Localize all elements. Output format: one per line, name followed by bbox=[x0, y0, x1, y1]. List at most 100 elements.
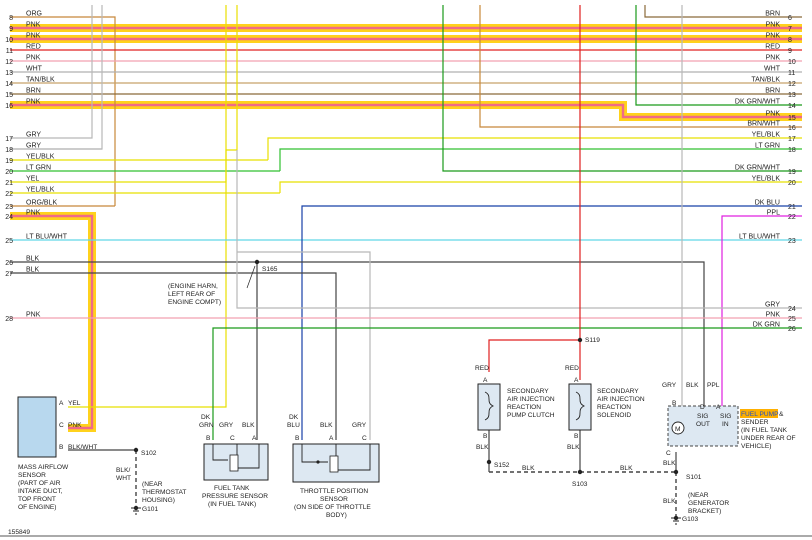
right-wire-label-13: BRN bbox=[765, 88, 780, 95]
left-wire-label-9: PNK bbox=[26, 22, 41, 29]
tps-wire1-b: BLU bbox=[287, 422, 300, 429]
right-wire-label-16: BRN/WHT bbox=[747, 121, 780, 128]
left-pin-9: 9 bbox=[9, 26, 13, 33]
clutch-name-3: REACTION bbox=[507, 404, 541, 411]
left-pin-24: 24 bbox=[5, 214, 13, 221]
right-wire-label-9: RED bbox=[765, 44, 780, 51]
splice-dot-s102 bbox=[133, 447, 139, 453]
s103-blk-right: BLK bbox=[620, 465, 633, 472]
tps-wire2: BLK bbox=[320, 422, 333, 429]
right-wire-label-10: PNK bbox=[766, 55, 781, 62]
wire-blk-27 bbox=[10, 272, 337, 440]
tps-pin-b: B bbox=[295, 435, 300, 442]
right-pin-11: 11 bbox=[788, 70, 795, 77]
sender-wire-blk: BLK bbox=[686, 382, 699, 389]
maf-name-4: INTAKE DUCT, bbox=[18, 488, 63, 495]
left-wire-label-25: LT BLU/WHT bbox=[26, 234, 68, 241]
g103-label: G103 bbox=[682, 516, 698, 523]
maf-name-5: TOP FRONT bbox=[18, 496, 56, 503]
right-pin-16: 16 bbox=[788, 125, 796, 132]
g103-note-3: BRACKET) bbox=[688, 508, 721, 515]
splice-dot-s152 bbox=[486, 459, 492, 465]
right-pin-26: 26 bbox=[788, 326, 796, 333]
right-wire-label-25: PNK bbox=[766, 312, 781, 319]
right-pin-14: 14 bbox=[788, 103, 796, 110]
clutch-box bbox=[477, 383, 501, 431]
left-wire-label-20: LT GRN bbox=[26, 165, 51, 172]
maf-wire-c: PNK bbox=[68, 422, 82, 429]
solenoid-name-1: SECONDARY bbox=[597, 388, 639, 395]
right-pin-12: 12 bbox=[788, 81, 796, 88]
s165-label: S165 bbox=[262, 266, 278, 273]
right-pin-8: 8 bbox=[788, 37, 792, 44]
left-wire-label-18: GRY bbox=[26, 143, 41, 150]
right-pin-7: 7 bbox=[788, 26, 792, 33]
sender-pin-c: C bbox=[666, 450, 671, 457]
g101-note-1: (NEAR bbox=[142, 481, 163, 488]
wire-yelblk-20r bbox=[279, 181, 802, 193]
harness-note-2: LEFT REAR OF bbox=[168, 291, 215, 298]
sender-wire-c: BLK bbox=[663, 460, 676, 467]
dashed-grounds bbox=[135, 450, 677, 518]
wire-yelblk-17r bbox=[267, 137, 802, 160]
maf-name-2: SENSOR bbox=[18, 472, 46, 479]
left-wire-label-10: PNK bbox=[26, 33, 41, 40]
ftps-pin-b: B bbox=[206, 435, 211, 442]
solenoid-wire-bottom: BLK bbox=[567, 444, 580, 451]
g101-label: G101 bbox=[142, 506, 158, 513]
sender-sig-in-2: IN bbox=[722, 421, 729, 428]
sender-name-3: (IN FUEL TANK bbox=[741, 427, 788, 434]
right-pin-13: 13 bbox=[788, 92, 796, 99]
ftps-pin-c: C bbox=[230, 435, 235, 442]
sender-pin-b: B bbox=[672, 400, 677, 407]
s102-label: S102 bbox=[141, 450, 157, 457]
solenoid-name-3: REACTION bbox=[597, 404, 631, 411]
ftps-pin-a: A bbox=[252, 435, 257, 442]
clutch-name-2: AIR INJECTION bbox=[507, 396, 555, 403]
wires bbox=[10, 5, 802, 472]
sender-motor-label: M bbox=[675, 426, 681, 433]
right-pin-25: 25 bbox=[788, 316, 796, 323]
fuel-pump-highlight-text: FUEL PUMP bbox=[741, 411, 779, 418]
s103-label: S103 bbox=[572, 481, 588, 488]
right-pin-24: 24 bbox=[788, 306, 796, 313]
left-pin-13: 13 bbox=[5, 70, 13, 77]
right-wire-label-7: PNK bbox=[766, 22, 781, 29]
right-wire-label-20: YEL/BLK bbox=[752, 176, 781, 183]
clutch-pin-a: A bbox=[483, 377, 488, 384]
right-pin-23: 23 bbox=[788, 238, 796, 245]
maf-pin-a: A bbox=[59, 400, 64, 407]
splice-dot-s103 bbox=[577, 469, 583, 475]
right-wire-label-23: LT BLU/WHT bbox=[739, 234, 781, 241]
wire-org-8 bbox=[10, 16, 116, 206]
tps-name-3: (ON SIDE OF THROTTLE bbox=[294, 504, 371, 511]
wire-yel-maf bbox=[68, 5, 238, 408]
left-wire-label-8: ORG bbox=[26, 11, 42, 18]
right-pin-17: 17 bbox=[788, 136, 796, 143]
left-pin-11: 11 bbox=[6, 48, 13, 55]
sender-wire-gry: GRY bbox=[662, 382, 677, 389]
splice-dot-s101 bbox=[673, 469, 679, 475]
right-wire-label-17: YEL/BLK bbox=[752, 132, 781, 139]
clutch-name-1: SECONDARY bbox=[507, 388, 549, 395]
solenoid-wire-top: RED bbox=[565, 365, 579, 372]
solenoid-box bbox=[568, 383, 592, 431]
wire-dkgrn-26 bbox=[212, 327, 802, 440]
left-wire-label-11: RED bbox=[26, 44, 41, 51]
g103-note-2: GENERATOR bbox=[688, 500, 729, 507]
left-pin-15: 15 bbox=[5, 92, 13, 99]
ftps-name-1: FUEL TANK bbox=[214, 485, 250, 492]
left-wire-label-14: TAN/BLK bbox=[26, 77, 55, 84]
left-pin-17: 17 bbox=[5, 136, 13, 143]
left-wire-label-28: PNK bbox=[26, 312, 41, 319]
right-pin-19: 19 bbox=[788, 169, 796, 176]
left-wire-label-19: YEL/BLK bbox=[26, 154, 55, 161]
right-wire-labels: 6BRN7PNK8PNK9RED10PNK11WHT12TAN/BLK13BRN… bbox=[735, 11, 796, 334]
sender-name-4: UNDER REAR OF bbox=[741, 435, 796, 442]
clutch-name-4: PUMP CLUTCH bbox=[507, 412, 555, 419]
solenoid-pin-b: B bbox=[574, 433, 579, 440]
right-wire-label-14: DK GRN/WHT bbox=[735, 99, 781, 106]
left-wire-label-24: PNK bbox=[26, 210, 41, 217]
right-pin-21: 21 bbox=[788, 204, 796, 211]
